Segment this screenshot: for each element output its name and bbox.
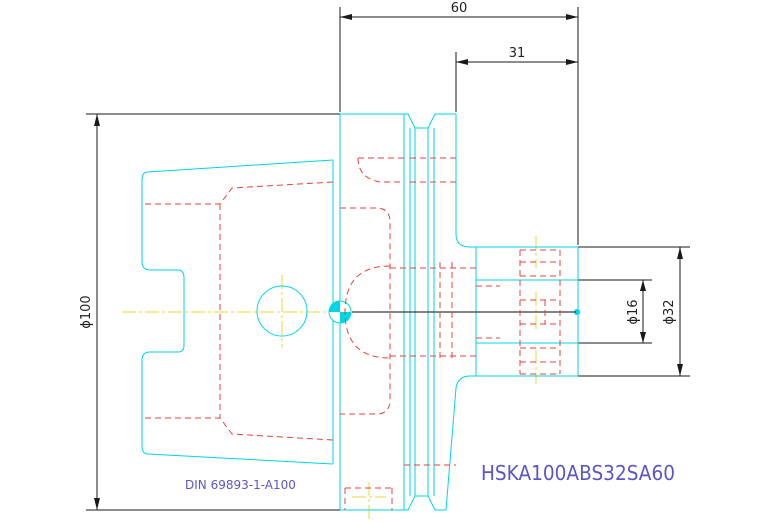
dim-shank-length: 31 xyxy=(509,46,526,61)
dim-bore-diameter: ϕ16 xyxy=(626,299,641,324)
dim-overall-length: 60 xyxy=(451,1,468,16)
section-marker xyxy=(328,300,580,324)
part-number-label: HSKA100ABS32SA60 xyxy=(481,461,675,485)
dimension-lines xyxy=(86,7,690,511)
dim-flange-diameter: ϕ100 xyxy=(79,295,94,328)
standard-label: DIN 69893-1-A100 xyxy=(185,478,296,492)
hidden-lines xyxy=(145,157,561,510)
dim-nose-diameter: ϕ32 xyxy=(662,299,677,324)
